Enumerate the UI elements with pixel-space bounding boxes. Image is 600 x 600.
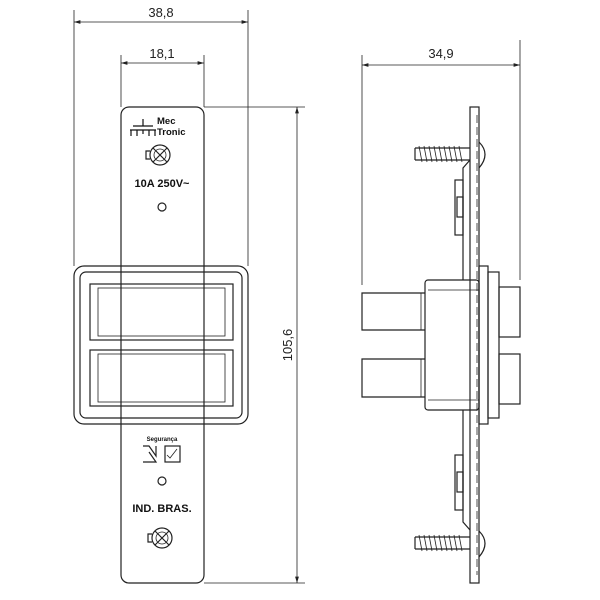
button-profile-top bbox=[498, 286, 521, 338]
brand-line2: Tronic bbox=[157, 127, 186, 138]
brand-line1: Mec bbox=[157, 116, 175, 127]
mounting-screw-bottom bbox=[414, 530, 486, 558]
rating-label: 10A 250V~ bbox=[135, 178, 191, 190]
certification-mark-icon bbox=[143, 445, 181, 463]
dimension-overall-width: 38,8 bbox=[73, 5, 249, 266]
clip-top bbox=[454, 179, 464, 236]
switch-body bbox=[424, 279, 480, 411]
clip-bottom bbox=[454, 454, 464, 511]
indicator-hole-bottom bbox=[157, 476, 167, 486]
dimension-label-width: 38,8 bbox=[148, 5, 173, 20]
origin-label: IND. BRAS. bbox=[132, 503, 191, 515]
button-profile-bottom bbox=[498, 353, 521, 405]
rocker-button-top bbox=[89, 283, 234, 341]
screw-head-icon bbox=[147, 527, 173, 549]
dimension-depth: 34,9 bbox=[361, 40, 521, 285]
terminal-top bbox=[361, 292, 425, 331]
side-view bbox=[361, 106, 521, 584]
dimension-height: 105,6 bbox=[204, 106, 305, 584]
dimension-plate-width: 18,1 bbox=[120, 46, 205, 107]
front-view: Mec Tronic 10A 250V~ Segurança IND. BRAS… bbox=[73, 106, 249, 584]
mectronic-logo bbox=[130, 119, 156, 136]
screw-head-icon bbox=[145, 144, 171, 166]
certification-label: Segurança bbox=[147, 437, 178, 443]
mounting-screw-top bbox=[414, 141, 486, 169]
switch-frame bbox=[73, 265, 249, 425]
dimension-label-depth: 34,9 bbox=[428, 46, 453, 61]
indicator-hole bbox=[157, 202, 167, 212]
dimension-label-plate-width: 18,1 bbox=[149, 46, 174, 61]
frame-flange bbox=[478, 265, 489, 425]
rocker-button-bottom bbox=[89, 349, 234, 407]
dimension-label-height: 105,6 bbox=[280, 329, 295, 362]
terminal-bottom bbox=[361, 358, 425, 398]
